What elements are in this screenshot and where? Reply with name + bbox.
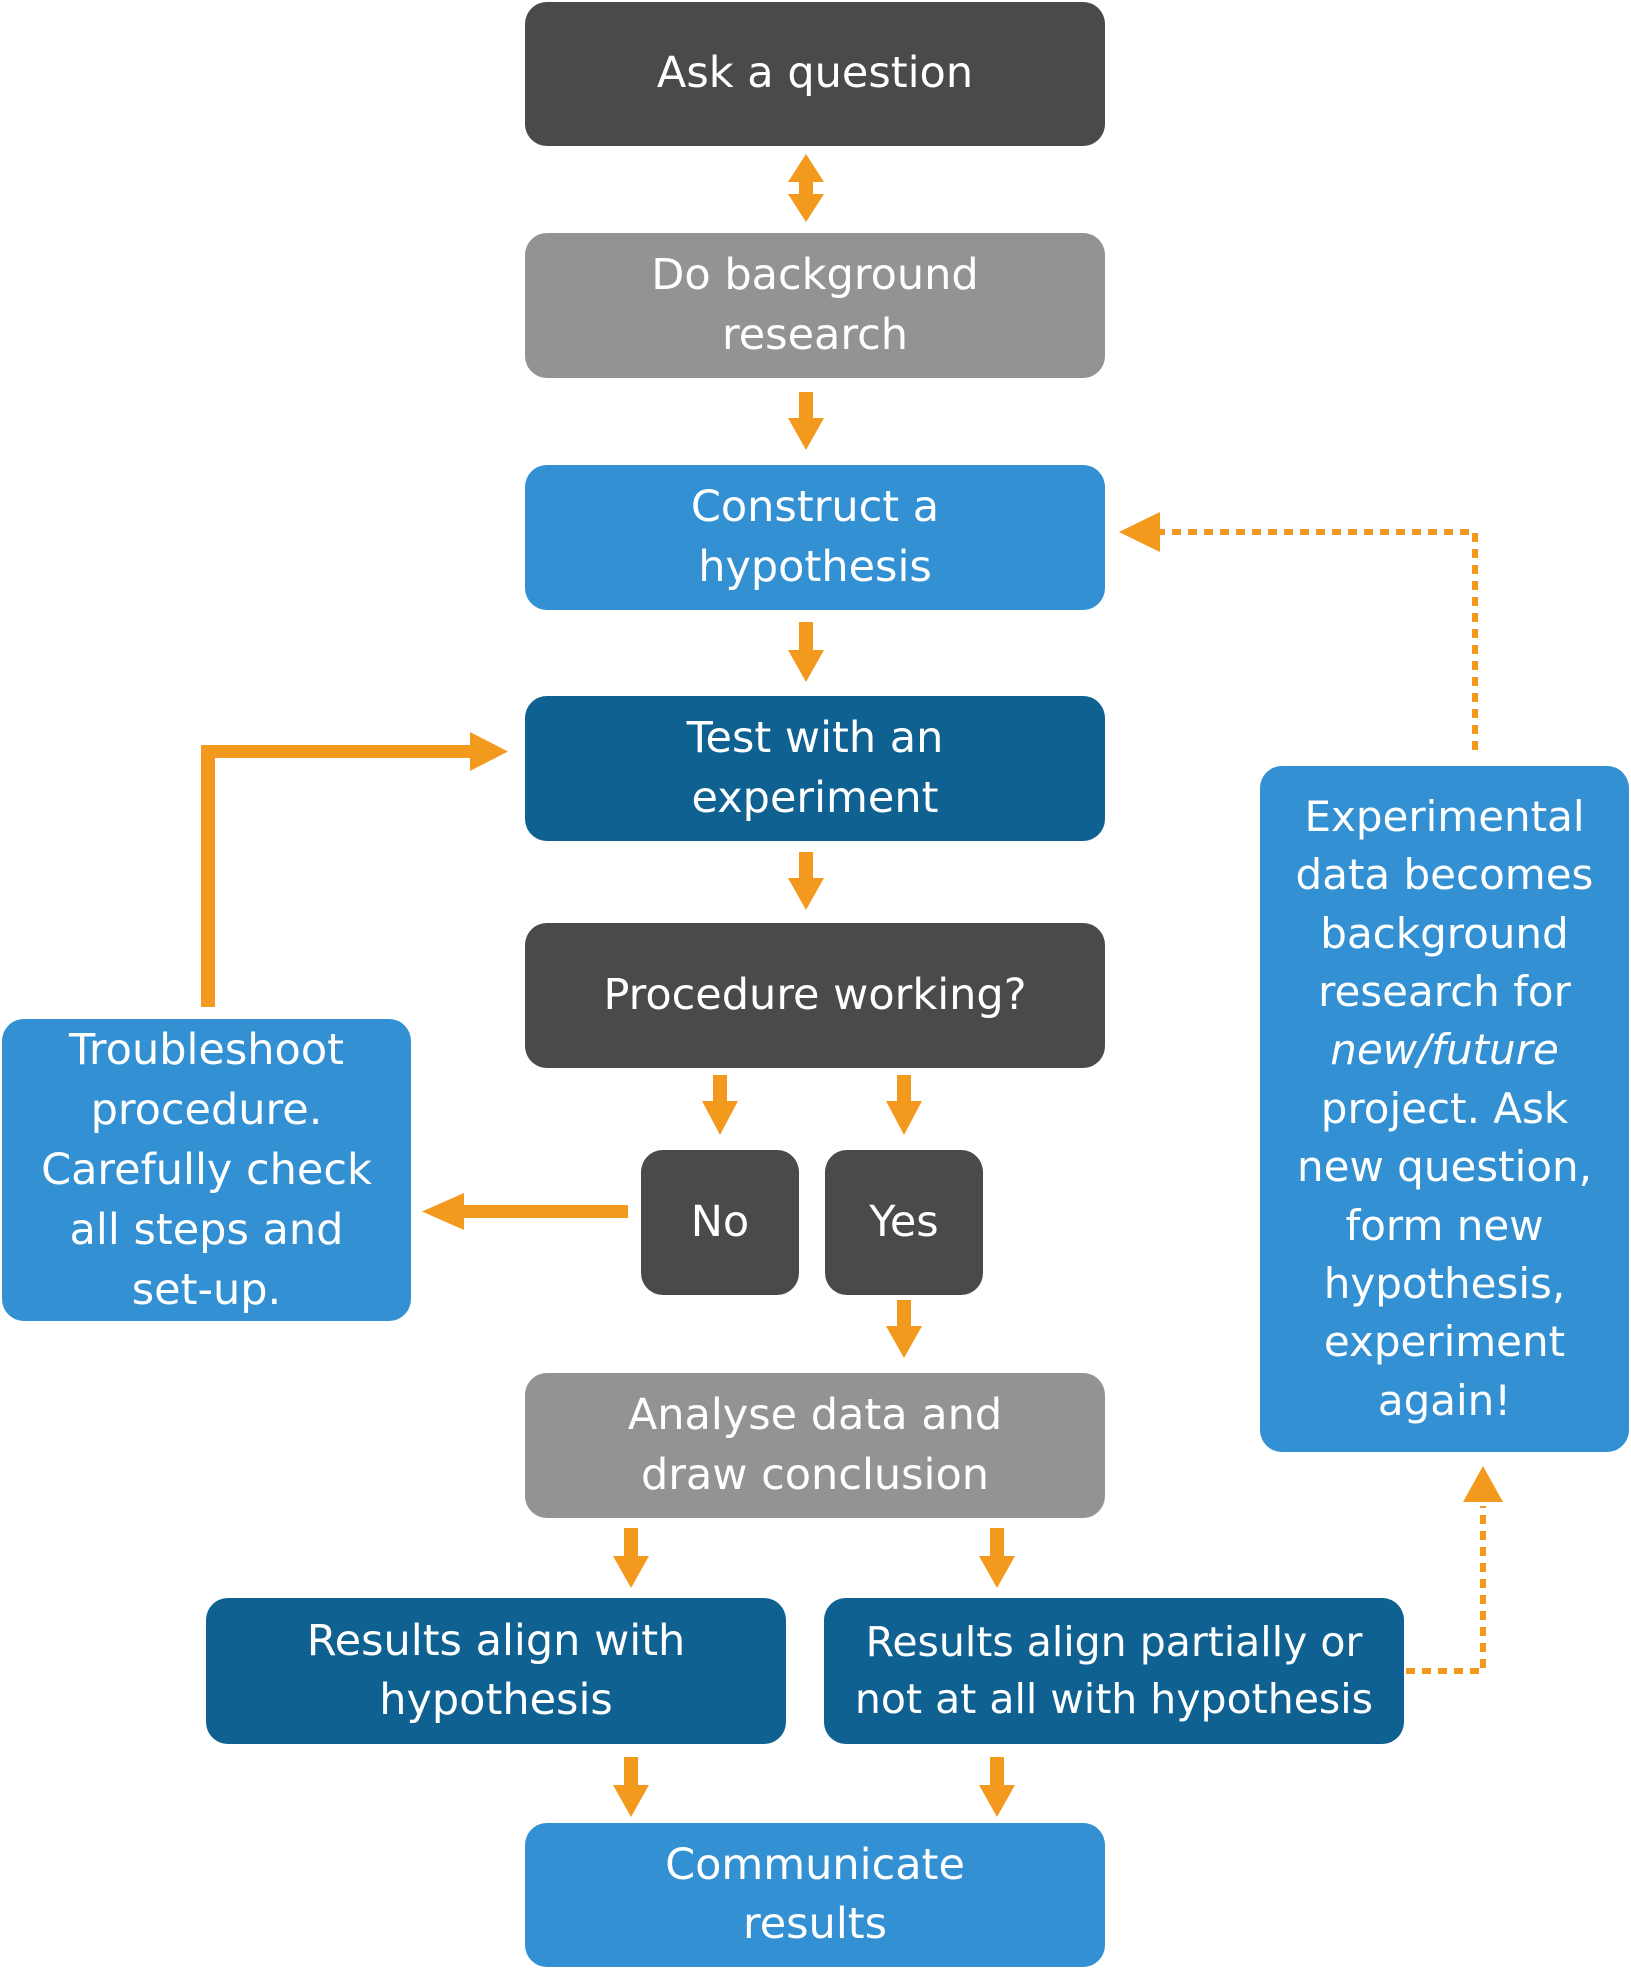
results-partial-line-2: not at all with hypothesis — [854, 1675, 1374, 1723]
communicate-results-line-2: results — [742, 1899, 888, 1949]
experimental-line-11: again! — [1377, 1375, 1512, 1425]
results-partial-box: Results align partially or not at all wi… — [824, 1598, 1404, 1744]
arrow-partial-to-communicate — [979, 1757, 1015, 1817]
procedure-working-label: Procedure working? — [603, 969, 1027, 1020]
analyse-data-box: Analyse data and draw conclusion — [525, 1373, 1105, 1518]
results-align-box: Results align with hypothesis — [206, 1598, 786, 1744]
test-experiment-box: Test with an experiment — [525, 696, 1105, 841]
arrow-test-to-procedure — [788, 852, 824, 910]
yes-label: Yes — [869, 1196, 939, 1247]
communicate-results-box: Communicate results — [525, 1823, 1105, 1967]
troubleshoot-line-1: Troubleshoot — [68, 1024, 345, 1075]
background-research-line-2: research — [721, 309, 909, 360]
experimental-line-9: hypothesis, — [1323, 1258, 1566, 1308]
arrow-analyse-to-align — [613, 1528, 649, 1588]
dotted-arrow-experimental-to-hypothesis — [1160, 529, 1478, 750]
experimental-italic-text: new/future — [1330, 1025, 1559, 1075]
no-box: No — [641, 1150, 799, 1295]
experimental-line-7: new question, — [1297, 1142, 1592, 1192]
background-research-box: Do background research — [525, 233, 1105, 378]
construct-hypothesis-box: Construct a hypothesis — [525, 465, 1105, 610]
construct-hypothesis-line-1: Construct a — [690, 482, 940, 533]
analyse-data-line-2: draw conclusion — [640, 1449, 990, 1500]
experimental-line-4: research for — [1318, 967, 1571, 1017]
results-align-line-2: hypothesis — [379, 1675, 613, 1725]
ask-question-box: Ask a question — [525, 2, 1105, 146]
experimental-line-italic: new/future — [1330, 1021, 1559, 1079]
experimental-line-8: form new — [1345, 1200, 1544, 1250]
construct-hypothesis-line-2: hypothesis — [698, 541, 932, 592]
experimental-line-10: experiment — [1323, 1317, 1566, 1367]
arrow-analyse-to-partial — [979, 1528, 1015, 1588]
no-label: No — [690, 1196, 750, 1247]
experimental-line-3: background — [1320, 908, 1569, 958]
experimental-line-6: project. Ask — [1320, 1083, 1569, 1133]
dotted-arrow-head-left — [1119, 512, 1160, 552]
arrow-procedure-to-yes — [886, 1075, 922, 1135]
arrow-procedure-to-no — [702, 1075, 738, 1135]
troubleshoot-line-4: all steps and — [69, 1205, 344, 1256]
procedure-working-box: Procedure working? — [525, 923, 1105, 1068]
arrow-no-to-troubleshoot — [422, 1193, 628, 1230]
test-experiment-line-1: Test with an — [686, 713, 944, 764]
yes-box: Yes — [825, 1150, 983, 1295]
arrow-yes-to-analyse — [886, 1300, 922, 1358]
dotted-arrow-partial-to-experimental — [1406, 1506, 1486, 1674]
test-experiment-line-2: experiment — [691, 772, 939, 823]
dotted-arrow-head-up — [1463, 1466, 1503, 1502]
communicate-results-line-1: Communicate — [665, 1839, 965, 1890]
experimental-line-1: Experimental — [1304, 791, 1585, 841]
results-partial-line-1: Results align partially or — [865, 1618, 1363, 1667]
ask-question-label: Ask a question — [656, 48, 974, 99]
troubleshoot-line-5: set-up. — [131, 1265, 282, 1316]
arrow-hypothesis-to-test — [788, 622, 824, 682]
results-align-line-1: Results align with — [306, 1615, 686, 1666]
experimental-line-2: data becomes — [1295, 850, 1594, 900]
experimental-data-box: Experimental data becomes background res… — [1260, 766, 1629, 1452]
analyse-data-line-1: Analyse data and — [627, 1390, 1003, 1441]
troubleshoot-line-2: procedure. — [90, 1084, 323, 1135]
background-research-line-1: Do background — [651, 250, 979, 301]
double-arrow-ask-research — [788, 154, 824, 222]
troubleshoot-line-3: Carefully check — [41, 1144, 372, 1195]
arrow-align-to-communicate — [613, 1757, 649, 1817]
arrow-research-to-hypothesis — [788, 392, 824, 450]
troubleshoot-box: Troubleshoot procedure. Carefully check … — [2, 1019, 411, 1321]
arrow-troubleshoot-to-test — [201, 732, 508, 1007]
